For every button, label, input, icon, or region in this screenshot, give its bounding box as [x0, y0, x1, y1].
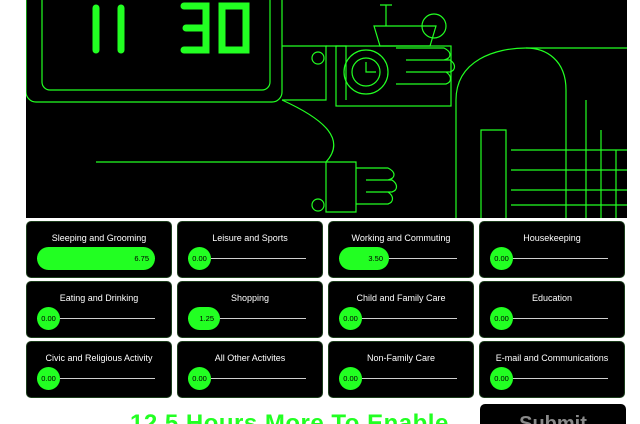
slider-value: 6.75: [134, 254, 149, 263]
category-label: Shopping: [230, 293, 270, 303]
category-label: Eating and Drinking: [59, 293, 139, 303]
slider-handle[interactable]: 6.75: [37, 247, 155, 270]
slider-track[interactable]: [490, 318, 608, 319]
category-label: Non-Family Care: [366, 353, 435, 363]
slider-handle[interactable]: 0.00: [490, 307, 513, 330]
hero-illustration: 11 30: [26, 0, 627, 218]
category-label: Civic and Religious Activity: [45, 353, 153, 363]
slider-handle[interactable]: 1.25: [188, 307, 220, 330]
slider-track[interactable]: [37, 378, 155, 379]
slider-handle[interactable]: 0.00: [188, 367, 211, 390]
category-card-other: All Other Activites 0.00: [177, 341, 323, 398]
slider-track[interactable]: [37, 318, 155, 319]
slider-handle[interactable]: 0.00: [37, 367, 60, 390]
slider-track[interactable]: [490, 258, 608, 259]
slider-value: 3.50: [368, 254, 383, 263]
slider-value: 0.00: [343, 374, 358, 383]
category-card-sleeping: Sleeping and Grooming 6.75: [26, 221, 172, 278]
category-card-child-care: Child and Family Care 0.00: [328, 281, 474, 338]
slider-handle[interactable]: 0.00: [490, 367, 513, 390]
slider-value: 0.00: [343, 314, 358, 323]
category-card-email: E-mail and Communications 0.00: [479, 341, 625, 398]
slider-handle[interactable]: 0.00: [339, 367, 362, 390]
category-card-education: Education 0.00: [479, 281, 625, 338]
slider-track[interactable]: [339, 378, 457, 379]
slider-track[interactable]: [188, 378, 306, 379]
slider-value: 0.00: [494, 314, 509, 323]
slider-track[interactable]: [339, 318, 457, 319]
slider-handle[interactable]: 0.00: [188, 247, 211, 270]
slider-handle[interactable]: 0.00: [339, 307, 362, 330]
slider-track[interactable]: [490, 378, 608, 379]
category-card-shopping: Shopping 1.25: [177, 281, 323, 338]
submit-button[interactable]: Submit: [480, 404, 626, 424]
category-label: E-mail and Communications: [495, 353, 609, 363]
slider-value: 0.00: [41, 314, 56, 323]
slider-value: 0.00: [494, 374, 509, 383]
slider-value: 0.00: [192, 374, 207, 383]
slider-track[interactable]: [188, 318, 306, 319]
slider-value: 0.00: [494, 254, 509, 263]
slider-handle[interactable]: 0.00: [490, 247, 513, 270]
slider-track[interactable]: [339, 258, 457, 259]
category-label: Education: [531, 293, 573, 303]
category-label: Housekeeping: [523, 233, 581, 243]
category-card-working: Working and Commuting 3.50: [328, 221, 474, 278]
slider-handle[interactable]: 0.00: [37, 307, 60, 330]
category-label: Leisure and Sports: [212, 233, 288, 243]
slider-value: 0.00: [41, 374, 56, 383]
category-card-non-family-care: Non-Family Care 0.00: [328, 341, 474, 398]
category-label: All Other Activites: [214, 353, 286, 363]
clock-desk-illustration: [26, 0, 627, 218]
slider-value: 1.25: [199, 314, 214, 323]
slider-handle[interactable]: 3.50: [339, 247, 389, 270]
category-card-civic: Civic and Religious Activity 0.00: [26, 341, 172, 398]
remaining-hours-message: 12.5 Hours More To Enable: [130, 410, 449, 424]
category-card-housekeeping: Housekeeping 0.00: [479, 221, 625, 278]
category-label: Child and Family Care: [356, 293, 446, 303]
category-card-eating: Eating and Drinking 0.00: [26, 281, 172, 338]
slider-track[interactable]: [188, 258, 306, 259]
slider-value: 0.00: [192, 254, 207, 263]
category-card-leisure: Leisure and Sports 0.00: [177, 221, 323, 278]
category-label: Working and Commuting: [351, 233, 451, 243]
category-label: Sleeping and Grooming: [51, 233, 147, 243]
